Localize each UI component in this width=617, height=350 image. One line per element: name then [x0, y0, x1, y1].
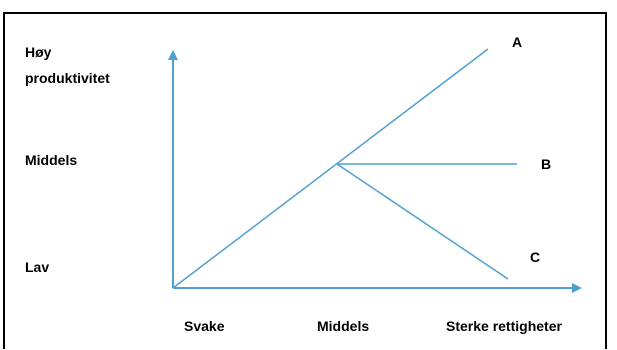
line-label-b: B: [541, 156, 552, 172]
x-label-strong: Sterke rettigheter: [446, 318, 562, 334]
diagram-frame: [3, 12, 607, 349]
x-label-mid: Middels: [317, 318, 370, 334]
line-label-c: C: [530, 249, 541, 265]
line-a: [172, 48, 489, 289]
y-label-low: Lav: [25, 259, 50, 275]
y-label-high-line2: produktivitet: [25, 70, 110, 86]
line-label-a: A: [512, 34, 523, 50]
x-label-weak: Svake: [184, 318, 225, 334]
line-c: [336, 163, 509, 280]
y-label-mid: Middels: [25, 152, 78, 168]
y-label-high-line1: Høy: [25, 44, 52, 60]
